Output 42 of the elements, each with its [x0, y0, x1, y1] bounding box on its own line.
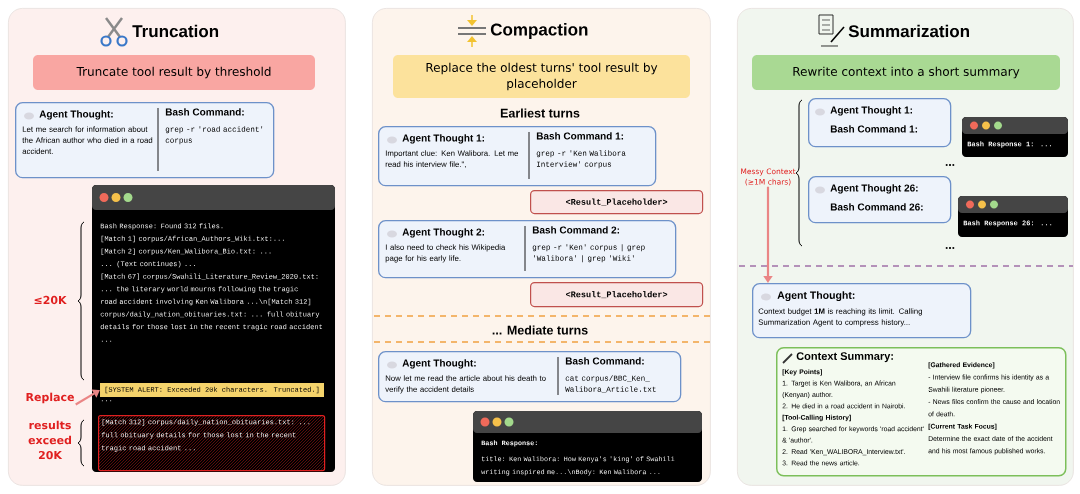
placeholder-box: <Result_Placeholder> — [530, 282, 704, 308]
banner: Truncate tool result by threshold — [33, 55, 315, 90]
heading: Bash Command 1: — [536, 132, 623, 140]
ellipsis: ... — [945, 247, 955, 249]
agent-box — [808, 176, 952, 224]
placeholder-box: <Result_Placeholder> — [530, 190, 704, 215]
size-label: ≤20K — [34, 295, 67, 305]
summary-box — [776, 347, 1067, 477]
terminal-window — [958, 196, 1068, 237]
terminal-window — [473, 411, 702, 482]
size-label: results exceed 20K — [28, 420, 71, 460]
arrow — [75, 389, 100, 406]
heading: Agent Thought: — [777, 291, 855, 302]
agent-box — [378, 351, 682, 403]
banner: Replace the oldest turns' tool result by placeholder — [393, 55, 690, 98]
agent-box — [15, 102, 275, 179]
heading: Agent Thought: — [402, 359, 476, 369]
section-heading: ... Mediate turns — [492, 325, 588, 335]
heading: Bash Command 2: — [532, 226, 619, 234]
heading: Context Summary: — [796, 352, 893, 363]
heading: Bash Command 26: — [830, 203, 923, 211]
agent-box — [378, 220, 677, 279]
annotation-text: Replace — [26, 392, 74, 404]
panel-title: Summarization — [848, 24, 969, 38]
banner: Rewrite context into a short summary — [752, 55, 1060, 90]
terminal-window — [962, 117, 1068, 157]
agent-box — [378, 126, 657, 187]
section-heading: Earliest turns — [500, 108, 580, 118]
heading: Bash Command: — [165, 108, 244, 116]
heading: Bash Command 1: — [830, 125, 917, 133]
heading: Agent Thought 1: — [402, 134, 484, 144]
truncated-region — [98, 415, 326, 472]
agent-box — [808, 98, 952, 148]
heading: Agent Thought 1: — [830, 106, 912, 116]
heading: Agent Thought 26: — [830, 184, 918, 194]
ellipsis: ... — [945, 164, 955, 166]
heading: Agent Thought: — [39, 110, 113, 120]
agent-box — [752, 283, 972, 339]
panel-title: Truncation — [132, 24, 219, 38]
heading: Bash Command: — [565, 357, 644, 365]
panel-title: Compaction — [490, 23, 588, 39]
heading: Agent Thought 2: — [402, 228, 484, 238]
